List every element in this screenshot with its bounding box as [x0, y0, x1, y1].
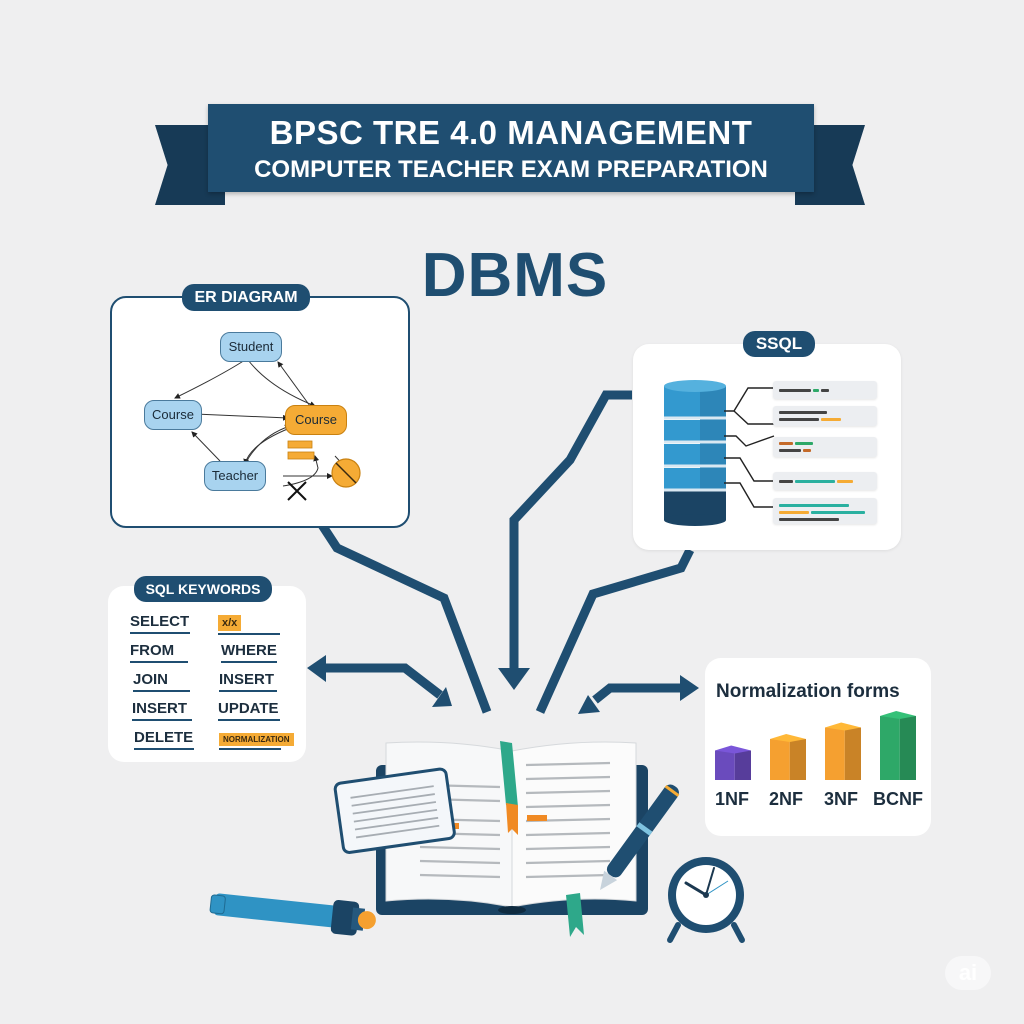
sql-card-label: SSQL — [743, 331, 815, 357]
notecard-icon — [333, 767, 456, 854]
er-node-course-highlight: Course — [285, 405, 347, 435]
nf-bar-bcnf — [880, 711, 916, 780]
arrow-norm-double — [592, 683, 680, 704]
sql-keywords-card — [108, 586, 306, 762]
arrow-keywords-double — [320, 663, 443, 699]
nf-bar-3nf — [825, 722, 861, 780]
sql-query-row — [773, 437, 877, 457]
arrow-sql2-to-book — [535, 547, 695, 714]
arrow-sql-to-book — [509, 390, 632, 668]
nf-label-1nf: 1NF — [714, 789, 749, 809]
nf-label-bcnf: BCNF — [873, 789, 923, 809]
study-illustration — [209, 741, 745, 943]
normalization-bars — [715, 711, 916, 780]
keyword-update: UPDATE — [218, 700, 280, 721]
nf-label-3nf: 3NF — [823, 789, 858, 809]
document-icon — [287, 440, 315, 460]
sql-query-row — [773, 498, 877, 524]
watermark-badge: ai — [945, 956, 991, 990]
sql-branch-lines — [724, 387, 775, 508]
arrow-er-to-book — [318, 522, 492, 714]
er-diagram-label: ER DIAGRAM — [182, 284, 310, 311]
alarm-clock-icon — [667, 857, 745, 943]
operator-tag: x/x — [218, 615, 242, 631]
keyword-insert: INSERT — [132, 700, 192, 721]
nf-bar-2nf — [770, 734, 806, 780]
banner-title: BPSC TRE 4.0 MANAGEMENT — [269, 114, 753, 151]
er-node-course: Course — [144, 400, 202, 430]
main-title: DBMS — [421, 241, 609, 310]
er-node-student: Student — [220, 332, 282, 362]
sql-query-row — [773, 381, 877, 399]
arrowhead-norm-right — [680, 675, 699, 701]
arrowhead-keywords-right — [432, 687, 452, 707]
keyword-insert-2: INSERT — [219, 671, 277, 692]
banner-subtitle: COMPUTER TEACHER EXAM PREPARATION — [254, 156, 768, 183]
keyword-delete: DELETE — [134, 729, 194, 750]
er-node-teacher: Teacher — [204, 461, 266, 491]
normalization-tag: NORMALIZATION — [219, 733, 294, 746]
nf-label-2nf: 2NF — [768, 789, 803, 809]
arrowhead-sql-down — [498, 668, 530, 690]
nf-bar-1nf — [715, 745, 751, 780]
keyword-normalization: NORMALIZATION — [219, 729, 294, 750]
cross-icon — [287, 481, 307, 501]
keyword-from: FROM — [130, 642, 188, 663]
forbidden-circle-icon — [331, 458, 361, 488]
highlighter-icon — [209, 893, 376, 936]
arrowhead-keywords-left — [307, 655, 326, 682]
sql-query-row — [773, 406, 877, 426]
arrowhead-norm-left — [578, 695, 600, 714]
er-relationship-lines — [174, 359, 361, 501]
sql-keywords-label: SQL KEYWORDS — [134, 576, 272, 602]
normalization-title: Normalization forms — [716, 681, 900, 702]
pen-icon — [600, 784, 680, 891]
keyword-where: WHERE — [221, 642, 277, 663]
keyword-operator: x/x — [218, 613, 280, 635]
sql-query-row — [773, 472, 877, 490]
keyword-join: JOIN — [133, 671, 190, 692]
keyword-select: SELECT — [130, 613, 190, 634]
database-icon — [664, 380, 726, 526]
title-banner: BPSC TRE 4.0 MANAGEMENT COMPUTER TEACHER… — [208, 104, 814, 192]
